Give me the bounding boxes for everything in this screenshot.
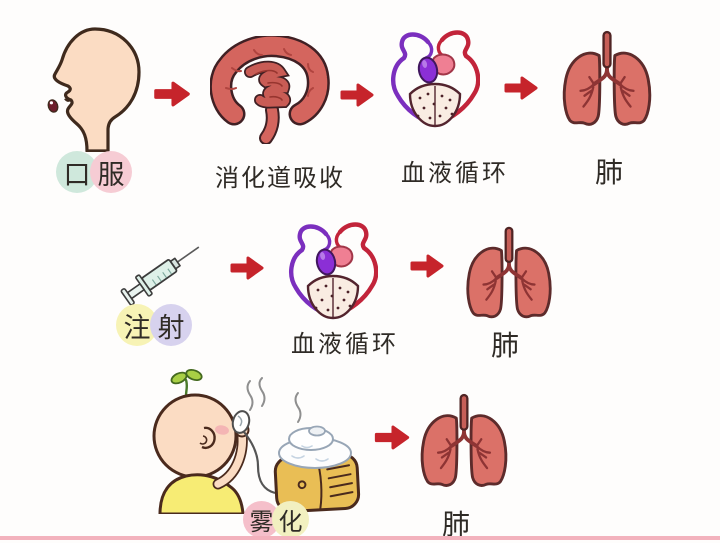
route-label-nebulization: 雾 化 <box>243 501 309 538</box>
route-label-char: 化 <box>272 501 309 538</box>
flow-arrow-icon <box>407 253 447 279</box>
lungs-illustration <box>558 30 656 136</box>
route-label-injection: 注 射 <box>116 304 192 346</box>
baby-nebulizer-illustration <box>146 366 374 514</box>
label-lung: 肺 <box>441 509 471 540</box>
lungs-illustration <box>416 392 512 498</box>
blood-circulation-heart-illustration <box>390 28 480 138</box>
route-label-oral: 口 服 <box>56 151 132 193</box>
flow-arrow-icon <box>371 424 413 451</box>
label-lung: 肺 <box>490 330 520 361</box>
label-lung: 肺 <box>594 157 624 188</box>
route-label-char: 射 <box>150 304 192 346</box>
syringe-illustration <box>108 228 213 318</box>
label-digestive-absorption: 消化道吸收 <box>215 165 345 192</box>
label-blood-circulation: 血液循环 <box>401 160 509 187</box>
blood-circulation-heart-illustration <box>288 220 378 330</box>
bottom-border <box>0 536 720 540</box>
route-label-char: 雾 <box>243 501 280 538</box>
route-label-char: 服 <box>90 151 132 193</box>
flow-arrow-icon <box>227 255 267 281</box>
lungs-illustration <box>460 226 558 328</box>
mouth-head-illustration <box>40 26 145 152</box>
flow-arrow-icon <box>337 82 377 108</box>
label-blood-circulation: 血液循环 <box>291 331 399 358</box>
digestive-tract-illustration <box>210 36 338 144</box>
route-label-char: 口 <box>56 151 98 193</box>
flow-arrow-icon <box>152 80 192 108</box>
flow-arrow-icon <box>501 75 541 101</box>
